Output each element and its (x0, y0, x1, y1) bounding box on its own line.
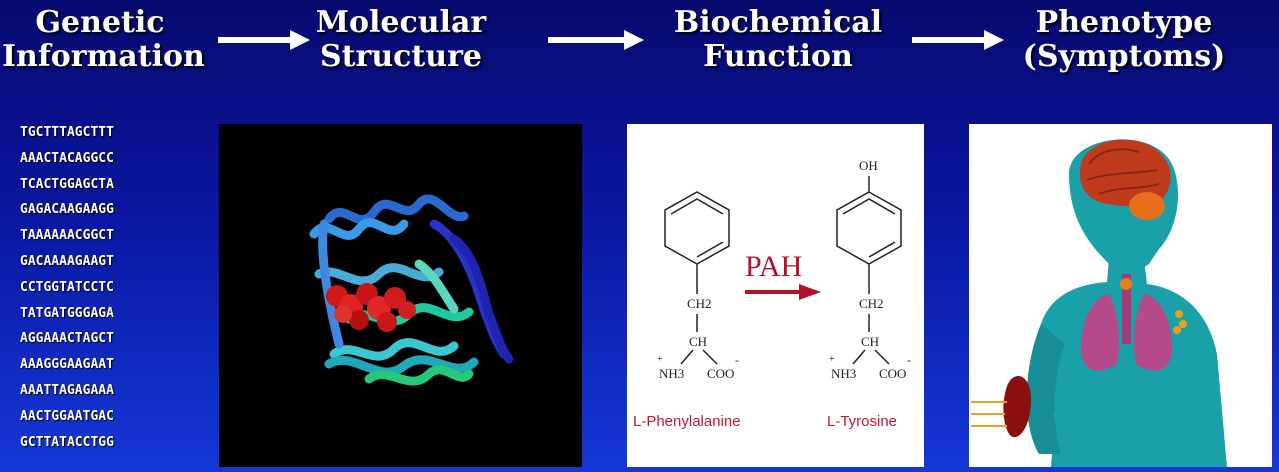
plus-sign: + (829, 354, 835, 365)
benzene-ring-icon (836, 191, 902, 265)
nh3-label: NH3 (659, 366, 684, 381)
lungs-icon (1081, 274, 1172, 371)
reaction-arrow-icon (799, 284, 821, 300)
sequence-line: GAGACAAGAAGG (20, 202, 114, 218)
sequence-line: AAATTAGAGAAA (20, 382, 114, 398)
ch2-label: CH2 (859, 296, 884, 311)
sequence-line: CCTGGTATCCTC (20, 279, 114, 295)
heading-line-1: Molecular (315, 5, 487, 40)
sequence-line: AAACTACAGGCC (20, 150, 114, 166)
heading-line-1: Phenotype (1035, 5, 1213, 40)
product-name: L-Tyrosine (827, 413, 897, 430)
heading-line-2: (Symptoms) (1022, 39, 1226, 74)
heading-line-2: Information (2, 39, 205, 74)
reaction-diagram: CH2 CH + NH3 COO - PAH OH CH2 CH + NH3 C… (633, 158, 911, 430)
sequence-line: AGGAAACTAGCT (20, 331, 114, 347)
phenotype-panel (969, 124, 1272, 467)
sequence-line: AACTGGAATGAC (20, 408, 114, 424)
heading-phenotype: Phenotype (Symptoms) (1018, 6, 1230, 74)
heading-line-2: Function (703, 39, 853, 74)
minus-sign: - (735, 353, 739, 367)
sequence-line: TGCTTTAGCTTT (20, 125, 114, 140)
ch-label: CH (861, 334, 879, 349)
coo-label: COO (879, 366, 906, 381)
arrow-right-icon (912, 30, 1004, 50)
brain-icon (1079, 139, 1171, 220)
heading-molecular-structure: Molecular Structure (308, 6, 494, 74)
substrate-name: L-Phenylalanine (633, 413, 741, 430)
protein-ribbon-icon (309, 194, 514, 386)
sequence-line: TCACTGGAGCTA (20, 176, 114, 192)
enzyme-label: PAH (745, 250, 802, 283)
arrow-right-icon (218, 30, 310, 50)
organ-icon (971, 376, 1031, 438)
oh-label: OH (859, 158, 878, 173)
heading-line-1: Genetic (35, 5, 165, 40)
sequence-line: TAAAAAACGGCT (20, 228, 114, 244)
ch-label: CH (689, 334, 707, 349)
plus-sign: + (657, 354, 663, 365)
ligand-spheres-icon (326, 283, 416, 332)
protein-structure-panel (219, 124, 582, 467)
heading-line-1: Biochemical (673, 5, 883, 40)
benzene-ring-icon (664, 191, 730, 265)
nh3-label: NH3 (831, 366, 856, 381)
arrow-right-icon (548, 30, 644, 50)
reaction-panel: CH2 CH + NH3 COO - PAH OH CH2 CH + NH3 C… (627, 124, 924, 467)
heading-genetic-information: Genetic Information (2, 5, 205, 74)
sequence-line: TATGATGGGAGA (20, 305, 114, 321)
sequence-line: GCTTATACCTGG (20, 434, 114, 450)
sequence-line: AAAGGGAAGAAT (20, 357, 114, 373)
sequence-line: GACAAAAGAAGT (20, 253, 114, 269)
coo-label: COO (707, 366, 734, 381)
ch2-label: CH2 (687, 296, 712, 311)
heading-biochemical-function: Biochemical Function (670, 6, 886, 74)
person-silhouette-icon (971, 139, 1227, 467)
heading-line-2: Structure (320, 39, 482, 74)
minus-sign: - (907, 353, 911, 367)
dna-sequence-list: TGCTTTAGCTTT AAACTACAGGCC TCACTGGAGCTA G… (20, 120, 190, 455)
